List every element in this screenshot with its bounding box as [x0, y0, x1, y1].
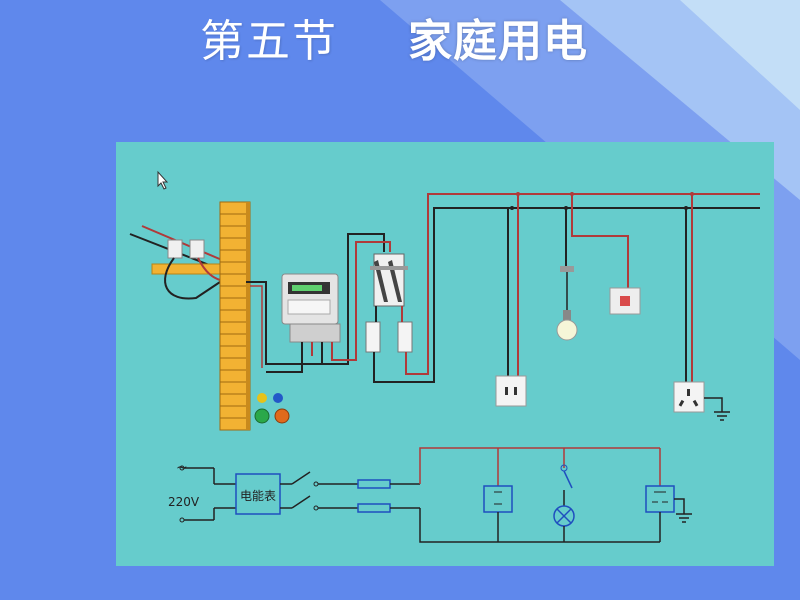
electricity-meter: [281, 273, 341, 356]
ceiling-lamp: [556, 266, 578, 341]
household-circuit-diagram: ~ 220V 电能表: [116, 142, 774, 566]
service-wires: [129, 225, 225, 300]
wall-light-switch: [609, 287, 641, 315]
meter-label: 电能表: [240, 489, 276, 503]
indicator-buttons: [254, 393, 290, 424]
diagram-panel: [116, 142, 774, 566]
voltage-label: 220V: [168, 495, 200, 509]
meter-symbol: [235, 473, 281, 515]
mouse-cursor-icon: [157, 170, 169, 190]
lesson-title: 第五节: [200, 16, 338, 67]
ac-symbol: ~: [176, 460, 188, 476]
two-pin-socket: [495, 375, 527, 407]
brick-wall: [219, 201, 251, 431]
topic-title: 家庭用电: [408, 16, 588, 67]
main-knife-switch: [370, 253, 408, 307]
fuse-boxes: [365, 306, 413, 353]
three-pin-socket: [673, 381, 730, 421]
circuit-schematic: ~ 220V 电能表: [168, 447, 692, 543]
